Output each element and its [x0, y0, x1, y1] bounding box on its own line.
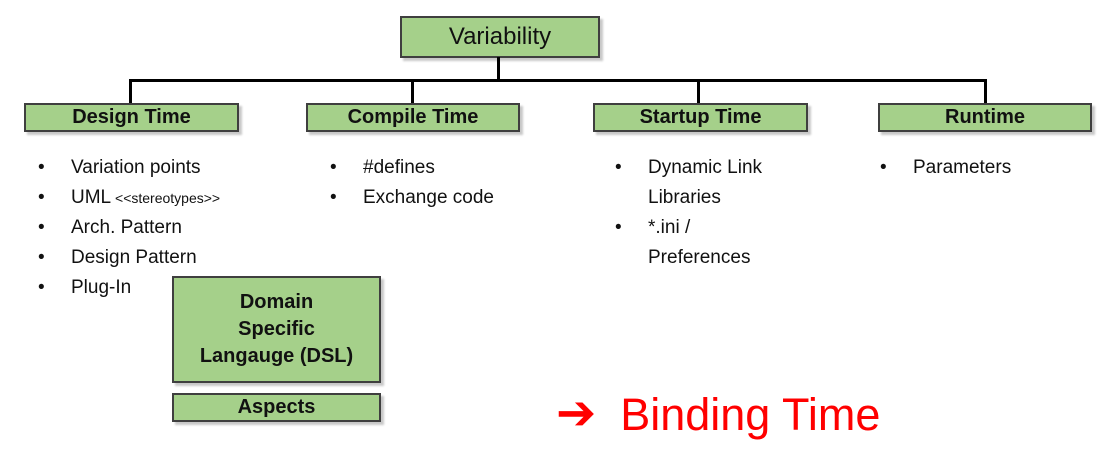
connector-horizontal: [129, 79, 987, 82]
connector-drop-design: [129, 81, 132, 104]
binding-time-label: Binding Time: [620, 388, 881, 440]
connector-drop-startup: [697, 81, 700, 104]
connector-drop-runtime: [984, 81, 987, 104]
branch-box-design-time: Design Time: [24, 103, 239, 132]
branch-box-startup-time: Startup Time: [593, 103, 808, 132]
list-item: • Plug-In: [38, 273, 220, 303]
list-item: • Arch. Pattern: [38, 213, 220, 243]
root-box-label: Variability: [448, 23, 552, 50]
list-item-text: #defines: [363, 157, 435, 178]
aspects-box: Aspects: [172, 393, 381, 422]
bullet-icon: •: [880, 157, 887, 178]
design-time-list: • Variation points • UML <<stereotypes>> • Ar…: [38, 153, 220, 303]
bullet-icon: •: [615, 217, 622, 238]
list-item-small-text: <<stereotypes>>: [111, 190, 221, 206]
right-arrow-icon: ➔: [556, 387, 597, 440]
bullet-icon: •: [38, 277, 45, 298]
binding-time-annotation: ➔ Binding Time: [556, 385, 880, 443]
list-item-text: Plug-In: [71, 277, 132, 298]
connector-stem: [497, 57, 500, 80]
dsl-box: Domain Specific Langauge (DSL): [172, 276, 381, 383]
list-item: • Parameters: [880, 153, 1011, 183]
list-item-text: Dynamic Link Libraries: [648, 157, 763, 208]
branch-label: Runtime: [945, 106, 1025, 128]
list-item-text: Parameters: [913, 157, 1012, 178]
bullet-icon: •: [38, 217, 45, 238]
list-item: • *.ini / Preferences: [615, 213, 790, 273]
aspects-box-label: Aspects: [237, 396, 316, 418]
startup-time-list: • Dynamic Link Libraries • *.ini / Preferen…: [615, 153, 790, 273]
list-item-text: UML <<stereotypes>>: [71, 187, 221, 208]
dsl-box-label: Domain Specific Langauge (DSL): [199, 291, 354, 367]
list-item-text: Variation points: [71, 157, 201, 178]
list-item: • Exchange code: [330, 183, 494, 213]
connector-drop-compile: [411, 81, 414, 104]
branch-box-compile-time: Compile Time: [306, 103, 520, 132]
branch-box-runtime: Runtime: [878, 103, 1092, 132]
list-item-text: Exchange code: [363, 187, 494, 208]
branch-label: Design Time: [72, 106, 191, 128]
list-item-text: Design Pattern: [71, 247, 197, 268]
bullet-icon: •: [330, 187, 337, 208]
list-item-text: *.ini / Preferences: [648, 217, 751, 268]
branch-label: Startup Time: [639, 106, 762, 128]
bullet-icon: •: [38, 157, 45, 178]
bullet-icon: •: [615, 157, 622, 178]
bullet-icon: •: [330, 157, 337, 178]
compile-time-list: • #defines • Exchange code: [330, 153, 494, 213]
list-item-text: Arch. Pattern: [71, 217, 182, 238]
list-item: • Variation points: [38, 153, 220, 183]
list-item: • #defines: [330, 153, 494, 183]
root-box-variability: Variability: [400, 16, 600, 58]
branch-label: Compile Time: [347, 106, 479, 128]
bullet-icon: •: [38, 187, 45, 208]
bullet-icon: •: [38, 247, 45, 268]
runtime-list: • Parameters: [880, 153, 1011, 183]
list-item: • Design Pattern: [38, 243, 220, 273]
list-item: • UML <<stereotypes>>: [38, 183, 220, 213]
list-item: • Dynamic Link Libraries: [615, 153, 790, 213]
